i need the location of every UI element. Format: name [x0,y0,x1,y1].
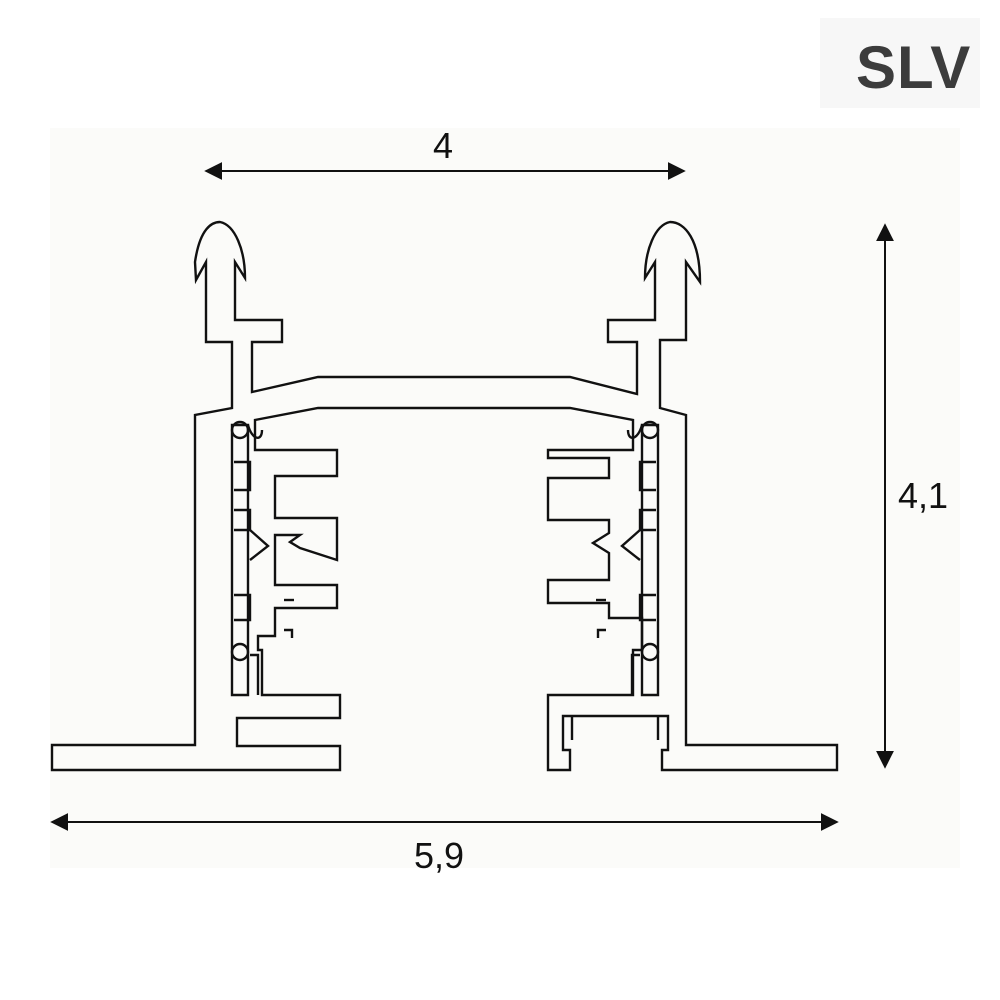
logo-panel [820,18,980,108]
dimension-label-right: 4,1 [898,475,949,516]
dimension-label-top: 4 [433,125,454,166]
track-profile [50,220,839,772]
dimension-label-bottom: 5,9 [414,835,465,876]
drawing-panel [50,128,960,868]
brand-logo: SLV [856,34,972,101]
